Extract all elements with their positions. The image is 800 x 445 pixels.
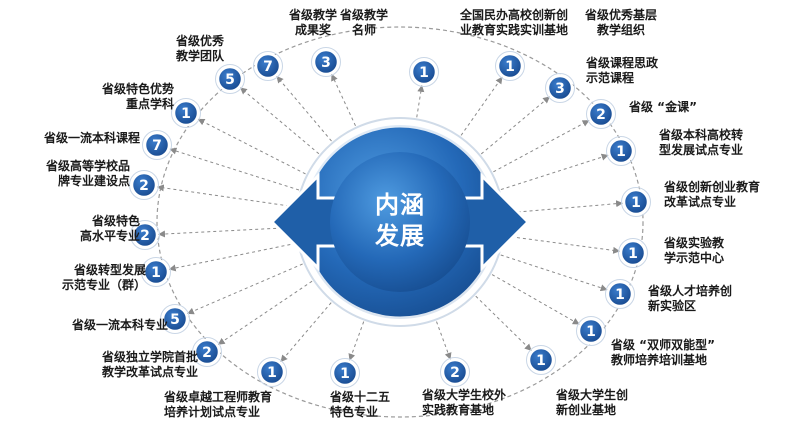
count-badge-n17: 5 bbox=[160, 304, 190, 334]
spoke-arrow-n5 bbox=[480, 96, 551, 155]
count-value-n14: 1 bbox=[340, 366, 350, 382]
spoke-arrow-n10 bbox=[500, 254, 608, 292]
count-badge-n11: 1 bbox=[576, 316, 606, 346]
node-label-n16: 省级独立学院首批 教学改革试点专业 bbox=[101, 350, 198, 379]
count-badge-n21: 7 bbox=[142, 130, 172, 160]
count-value-n16: 2 bbox=[202, 345, 212, 361]
node-label-n7: 省级本科高校转 型发展试点专业 bbox=[659, 128, 744, 157]
count-value-n15: 1 bbox=[267, 365, 277, 381]
count-badge-n18: 1 bbox=[141, 257, 171, 287]
count-value-n9: 1 bbox=[628, 246, 638, 262]
node-label-n17: 省级一流本科专业 bbox=[71, 318, 168, 332]
count-value-n20: 2 bbox=[139, 178, 149, 194]
count-value-n1: 7 bbox=[263, 59, 273, 75]
count-badge-n13: 2 bbox=[440, 357, 470, 387]
count-value-n8: 1 bbox=[631, 195, 641, 211]
node-label-n5: 省级课程思政 示范课程 bbox=[586, 56, 659, 85]
spoke-arrow-n7 bbox=[500, 153, 609, 191]
count-value-n5: 3 bbox=[555, 81, 565, 97]
spoke-arrow-n16 bbox=[217, 280, 313, 345]
count-badge-n15: 1 bbox=[257, 357, 287, 387]
center-title-line1: 内涵 bbox=[375, 191, 425, 219]
count-badge-n14: 1 bbox=[330, 358, 360, 388]
spoke-arrow-n15 bbox=[280, 302, 332, 363]
count-value-n23: 5 bbox=[225, 72, 235, 88]
outer-dashed-ring bbox=[156, 26, 644, 418]
spoke-arrow-n9 bbox=[505, 235, 621, 254]
spoke-arrow-n17 bbox=[186, 263, 303, 315]
node-label-n21: 省级一流本科课程 bbox=[43, 131, 140, 145]
count-badge-n2: 3 bbox=[311, 47, 341, 77]
node-label-n18: 省级转型发展 示范专业（群） bbox=[61, 263, 146, 292]
node-label-n9: 省级实验教 学示范中心 bbox=[664, 236, 725, 265]
node-label-n3: 全国民办高校创新创 业教育实践实训基地 bbox=[459, 8, 568, 37]
spoke-arrow-n8 bbox=[505, 200, 624, 214]
count-value-n10: 1 bbox=[615, 287, 625, 303]
node-label-n19: 省级特色 高水平专业 bbox=[79, 214, 140, 243]
count-badge-n23: 5 bbox=[215, 64, 245, 94]
node-label-n20: 省级高等学校品 牌专业建设点 bbox=[45, 159, 130, 188]
count-value-n6: 2 bbox=[596, 107, 606, 123]
central-hub bbox=[269, 117, 531, 327]
count-value-n3: 1 bbox=[419, 65, 429, 81]
spoke-arrow-n1 bbox=[276, 75, 332, 142]
center-title-line2: 发展 bbox=[375, 222, 425, 250]
count-badge-n6: 2 bbox=[586, 99, 616, 129]
count-value-n4: 1 bbox=[505, 59, 515, 75]
count-value-n13: 2 bbox=[450, 365, 460, 381]
spoke-arrow-n14 bbox=[348, 321, 365, 361]
count-badge-n5: 3 bbox=[545, 73, 575, 103]
count-badge-n20: 2 bbox=[129, 170, 159, 200]
count-badge-n8: 1 bbox=[621, 187, 651, 217]
node-label-n12: 省级大学生创 新创业基地 bbox=[556, 388, 629, 417]
count-value-n19: 2 bbox=[140, 228, 150, 244]
count-badge-n3: 1 bbox=[409, 57, 439, 87]
spoke-arrow-n6 bbox=[493, 120, 590, 173]
node-label-n1: 省级教学 成果奖 bbox=[288, 8, 337, 37]
node-label-n2: 省级教学 名师 bbox=[339, 8, 388, 37]
center-title: 内涵 发展 bbox=[340, 190, 460, 252]
count-badge-n4: 1 bbox=[495, 51, 525, 81]
spoke-arrow-n18 bbox=[168, 242, 297, 272]
count-value-n12: 1 bbox=[536, 353, 546, 369]
count-value-n2: 3 bbox=[321, 55, 331, 71]
node-label-n11: 省级 “双师双能型” 教师培养培训基地 bbox=[611, 338, 715, 367]
count-value-n18: 1 bbox=[151, 265, 161, 281]
node-label-n13: 省级大学生校外 实践教育基地 bbox=[422, 388, 507, 417]
count-value-n7: 1 bbox=[616, 144, 626, 160]
spoke-arrow-n22 bbox=[197, 118, 306, 175]
node-label-n23: 省级优秀 教学团队 bbox=[175, 34, 224, 63]
count-badge-n19: 2 bbox=[130, 220, 160, 250]
spoke-arrow-n12 bbox=[475, 295, 532, 351]
node-label-n14: 省级十二五 特色专业 bbox=[330, 390, 391, 419]
node-label-n8: 省级创新创业教育 改革试点专业 bbox=[664, 180, 761, 209]
node-label-n10: 省级人才培养创 新实验区 bbox=[648, 284, 733, 313]
spoke-arrow-n11 bbox=[491, 274, 580, 325]
spoke-arrow-n21 bbox=[169, 147, 300, 191]
count-value-n11: 1 bbox=[586, 324, 596, 340]
count-badge-n22: 1 bbox=[171, 98, 201, 128]
spoke-arrow-n4 bbox=[460, 76, 503, 136]
count-badge-n16: 2 bbox=[192, 337, 222, 367]
node-label-n22: 省级特色优势 重点学科 bbox=[101, 82, 174, 111]
node-label-n15: 省级卓越工程师教育 培养计划试点专业 bbox=[164, 390, 273, 419]
node-label-n6: 省级 “金课” bbox=[629, 100, 697, 114]
count-value-n17: 5 bbox=[170, 312, 180, 328]
spoke-arrow-n3 bbox=[416, 84, 425, 118]
node-label-n4: 省级优秀基层 教学组织 bbox=[584, 8, 657, 37]
count-badge-n1: 7 bbox=[253, 51, 283, 81]
count-badge-n7: 1 bbox=[606, 136, 636, 166]
count-value-n22: 1 bbox=[181, 106, 191, 122]
count-badge-n12: 1 bbox=[526, 345, 556, 375]
spoke-arrow-n23 bbox=[239, 87, 320, 155]
spoke-arrow-n2 bbox=[331, 73, 356, 127]
spoke-arrow-n20 bbox=[156, 184, 296, 208]
count-badge-n9: 1 bbox=[618, 238, 648, 268]
spoke-arrow-n13 bbox=[436, 321, 452, 360]
spoke-arrow-n19 bbox=[157, 226, 295, 238]
count-value-n21: 7 bbox=[152, 138, 162, 154]
count-badge-n10: 1 bbox=[605, 279, 635, 309]
